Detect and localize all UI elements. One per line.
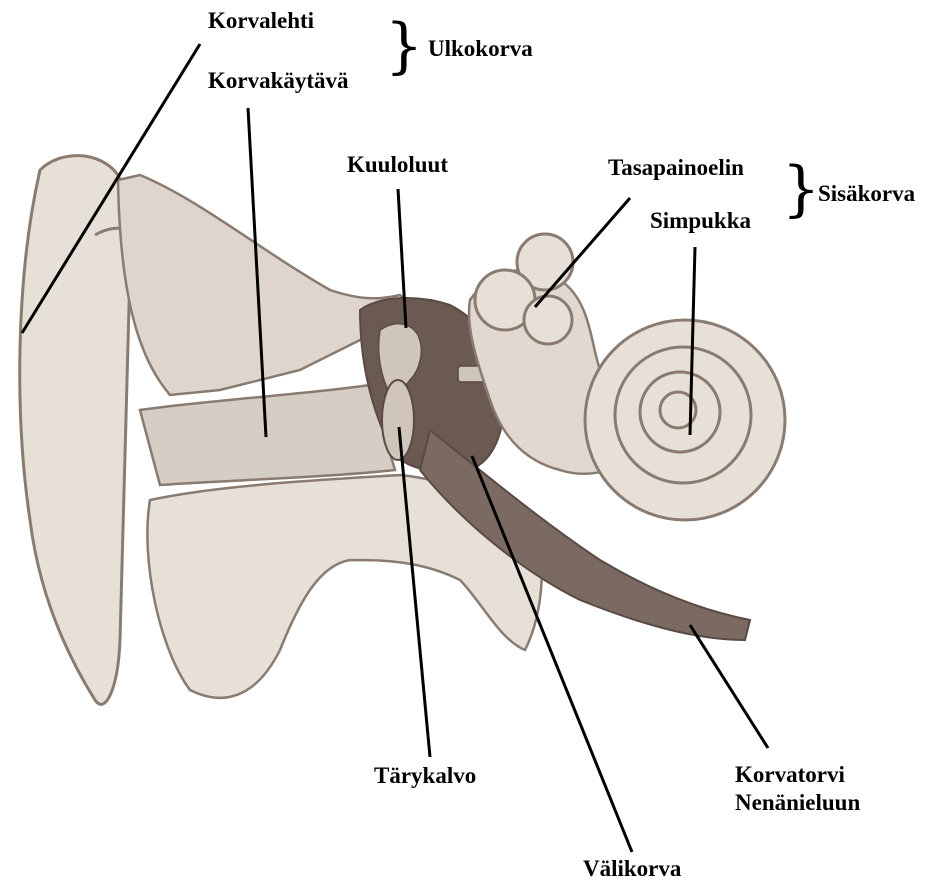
leader-korvatorvi: [690, 625, 768, 748]
label-sisakorva: Sisäkorva: [818, 180, 915, 207]
label-ulkokorva: Ulkokorva: [428, 35, 533, 62]
label-tasapainoelin: Tasapainoelin: [608, 154, 744, 181]
label-korvakaytava: Korvakäytävä: [208, 67, 349, 94]
ear-canal: [140, 385, 395, 485]
label-kuuloluut: Kuuloluut: [347, 151, 448, 178]
brace-sisakorva: }: [782, 159, 820, 219]
semicircular-canal-3: [524, 296, 572, 344]
leader-valikorva: [472, 456, 632, 852]
label-korvatorvi: Korvatorvi: [735, 761, 845, 788]
label-tarykalvo: Tärykalvo: [374, 762, 476, 789]
label-simpukka: Simpukka: [650, 207, 751, 234]
brace-ulkokorva: }: [385, 16, 423, 76]
eardrum-shape: [382, 380, 414, 460]
label-nenanieluun: Nenänieluun: [735, 789, 860, 816]
label-valikorva: Välikorva: [583, 855, 681, 882]
auricle-shape: [20, 156, 130, 705]
label-korvalehti: Korvalehti: [208, 7, 314, 34]
